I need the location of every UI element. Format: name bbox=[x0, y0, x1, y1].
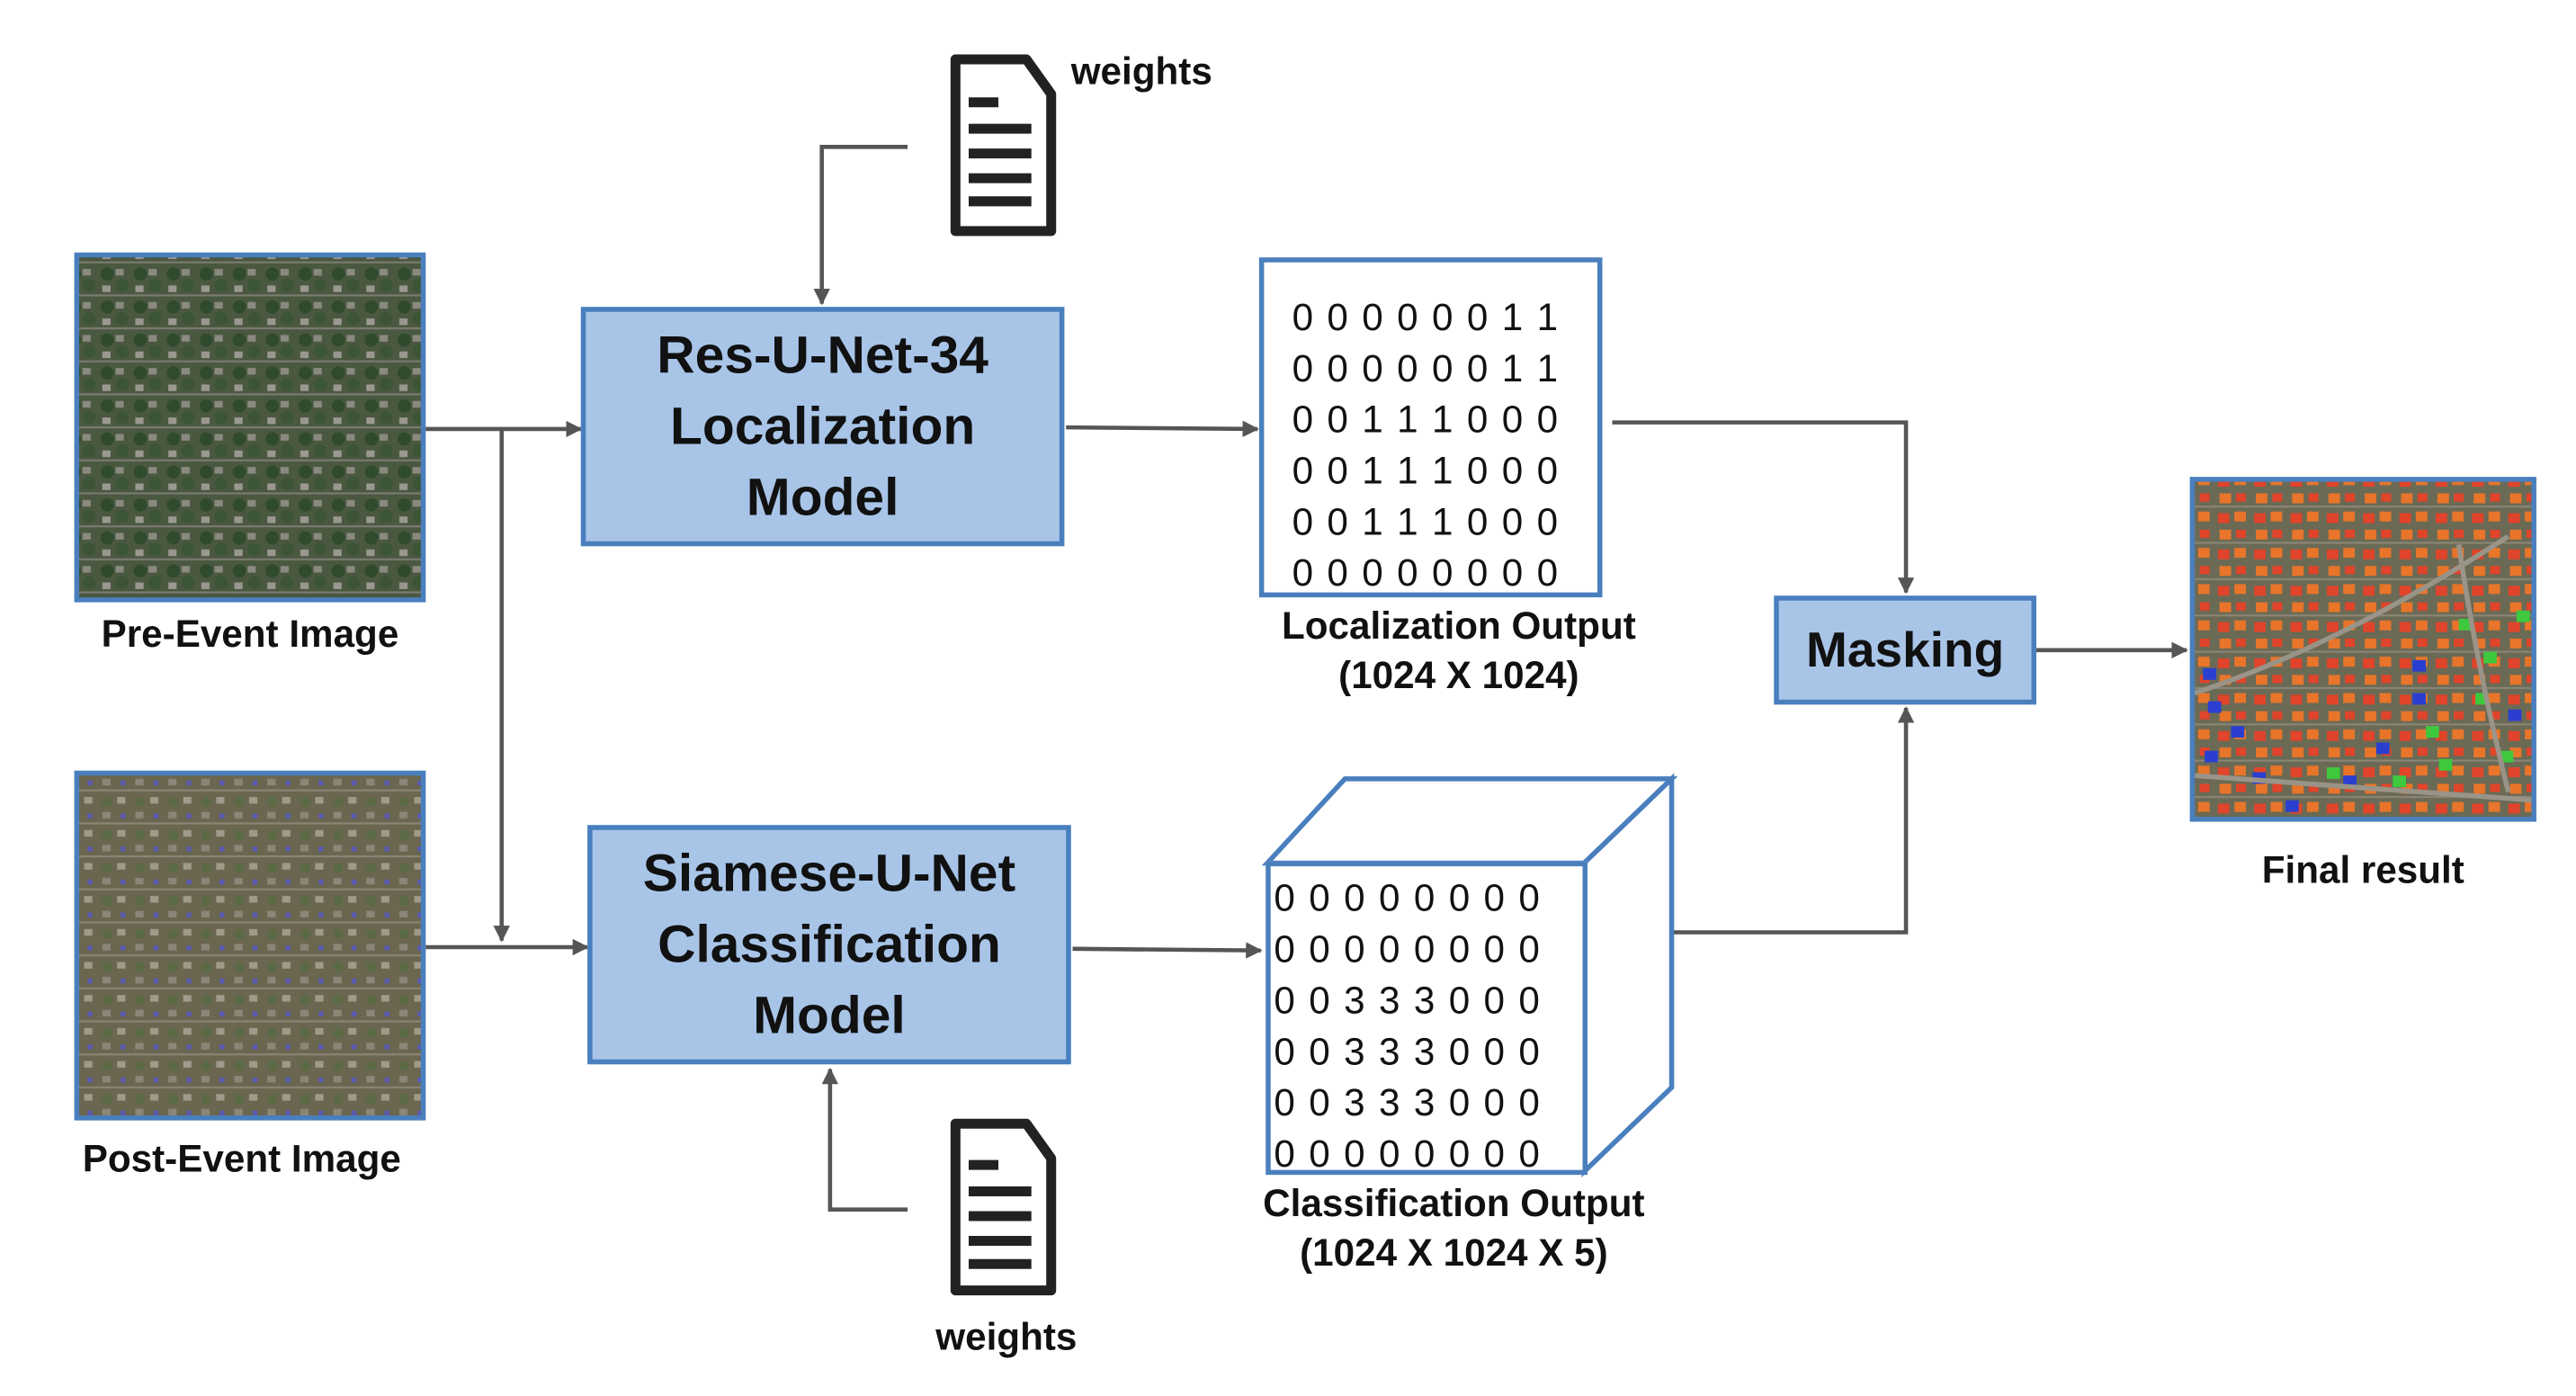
localization-output-matrix: 0 0 0 0 0 0 1 1 0 0 0 0 0 0 1 1 0 0 1 1 … bbox=[1258, 257, 1603, 598]
weights-label-bottom: weights bbox=[935, 1315, 1078, 1358]
matrix-row: 0 0 1 1 1 0 0 0 bbox=[1292, 398, 1560, 441]
matrix-row: 0 0 0 0 0 0 0 0 bbox=[1292, 550, 1560, 595]
final-result-image bbox=[2191, 479, 2536, 820]
post-event-image bbox=[76, 772, 425, 1119]
final-result-label: Final result bbox=[2261, 847, 2464, 891]
pre-event-image-frame bbox=[74, 252, 426, 603]
localization-output-dims: (1024 X 1024) bbox=[1338, 653, 1579, 697]
matrix-row: 0 0 0 0 0 0 0 0 bbox=[1274, 1132, 1542, 1176]
arrow-weights-to-classification bbox=[821, 1067, 908, 1212]
matrix-row: 0 0 0 0 0 0 1 1 bbox=[1292, 295, 1560, 339]
localization-model-line1: Res-U-Net-34 bbox=[657, 325, 988, 385]
classification-model-line1: Siamese-U-Net bbox=[642, 843, 1016, 903]
matrix-row: 0 0 0 0 0 0 1 1 bbox=[1292, 346, 1560, 389]
arrow-localization-output-to-masking bbox=[1612, 420, 1915, 595]
weights-label-top: weights bbox=[1070, 49, 1212, 93]
post-event-image-frame bbox=[74, 770, 426, 1121]
pre-event-label: Pre-Event Image bbox=[101, 612, 399, 656]
classification-model-line2: Classification bbox=[657, 914, 1001, 974]
localization-model-line2: Localization bbox=[669, 396, 976, 456]
arrow-classification-output-to-masking bbox=[1673, 706, 1915, 935]
localization-output-label: Localization Output bbox=[1281, 604, 1636, 648]
document-icon bbox=[950, 1118, 1057, 1296]
matrix-row: 0 0 1 1 1 0 0 0 bbox=[1292, 448, 1560, 492]
arrow-localization-to-output bbox=[1066, 420, 1259, 437]
matrix-row: 0 0 3 3 3 0 0 0 bbox=[1274, 978, 1542, 1022]
localization-model-box: Res-U-Net-34 Localization Model bbox=[580, 307, 1065, 547]
classification-model-box: Siamese-U-Net Classification Model bbox=[587, 825, 1071, 1065]
classification-output-dims: (1024 X 1024 X 5) bbox=[1300, 1230, 1608, 1275]
matrix-row: 0 0 1 1 1 0 0 0 bbox=[1292, 499, 1560, 543]
masking-box: Masking bbox=[1774, 595, 2037, 705]
matrix-row: 0 0 3 3 3 0 0 0 bbox=[1274, 1029, 1542, 1073]
classification-output-matrix: 0 0 0 0 0 0 0 0 0 0 0 0 0 0 0 0 0 0 3 3 … bbox=[1266, 861, 1588, 1176]
classification-output-label: Classification Output bbox=[1263, 1181, 1645, 1225]
matrix-row: 0 0 0 0 0 0 0 0 bbox=[1274, 876, 1542, 919]
document-icon bbox=[950, 54, 1057, 237]
localization-model-line3: Model bbox=[746, 467, 899, 527]
final-result-image-frame bbox=[2189, 477, 2536, 822]
classification-model-line3: Model bbox=[753, 985, 906, 1045]
arrow-classification-to-output bbox=[1072, 942, 1263, 959]
masking-label: Masking bbox=[1806, 622, 2005, 678]
arrow-weights-to-localization bbox=[813, 144, 908, 306]
matrix-row: 0 0 3 3 3 0 0 0 bbox=[1274, 1080, 1542, 1124]
matrix-row: 0 0 0 0 0 0 0 0 bbox=[1274, 926, 1542, 971]
post-event-label: Post-Event Image bbox=[82, 1136, 401, 1180]
